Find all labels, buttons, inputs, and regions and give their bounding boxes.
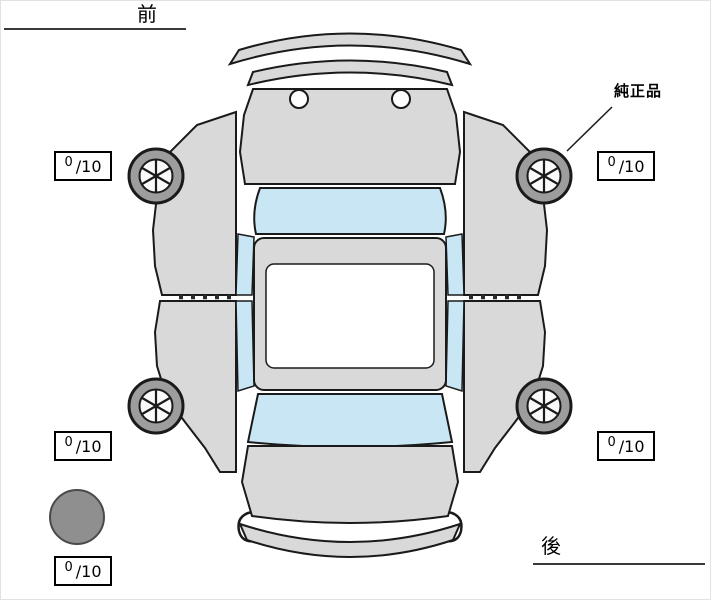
tread-depth-box-front-left: 0 /10 (54, 151, 112, 181)
front-right-wheel (515, 147, 573, 205)
front-label: 前 (137, 2, 157, 26)
tread-max: /10 (75, 561, 102, 581)
front-underline (4, 28, 186, 30)
cabin-interior (265, 263, 435, 369)
tread-value: 0 (64, 154, 73, 170)
hood-panel (238, 88, 462, 185)
front-left-wheel (127, 147, 185, 205)
tread-depth-box-front-right: 0 /10 (597, 151, 655, 181)
spare-tire-circle (49, 489, 105, 545)
genuine-part-label: 純正品 (614, 82, 663, 100)
hood-left-circle (289, 89, 309, 109)
rear-left-wheel (127, 377, 185, 435)
tread-depth-box-rear-left: 0 /10 (54, 431, 112, 461)
tread-depth-box-spare: 0 /10 (54, 556, 112, 586)
rear-underline (533, 563, 705, 565)
front-bumper-band (227, 32, 473, 66)
front-cowl-band (246, 59, 454, 87)
tread-max: /10 (75, 156, 102, 176)
rear-label: 後 (541, 534, 561, 558)
tread-depth-box-rear-right: 0 /10 (597, 431, 655, 461)
tread-max: /10 (75, 436, 102, 456)
genuine-part-pointer-line (566, 106, 613, 152)
rear-window-glass (246, 393, 454, 448)
tread-max: /10 (618, 436, 645, 456)
rear-bumper-band (238, 522, 462, 558)
trunk-panel (240, 445, 460, 524)
tread-value: 0 (607, 434, 616, 450)
tread-value: 0 (64, 559, 73, 575)
tread-value: 0 (607, 154, 616, 170)
hood-right-circle (391, 89, 411, 109)
tread-max: /10 (618, 156, 645, 176)
rear-right-wheel (515, 377, 573, 435)
tread-value: 0 (64, 434, 73, 450)
windshield-glass (253, 187, 447, 235)
